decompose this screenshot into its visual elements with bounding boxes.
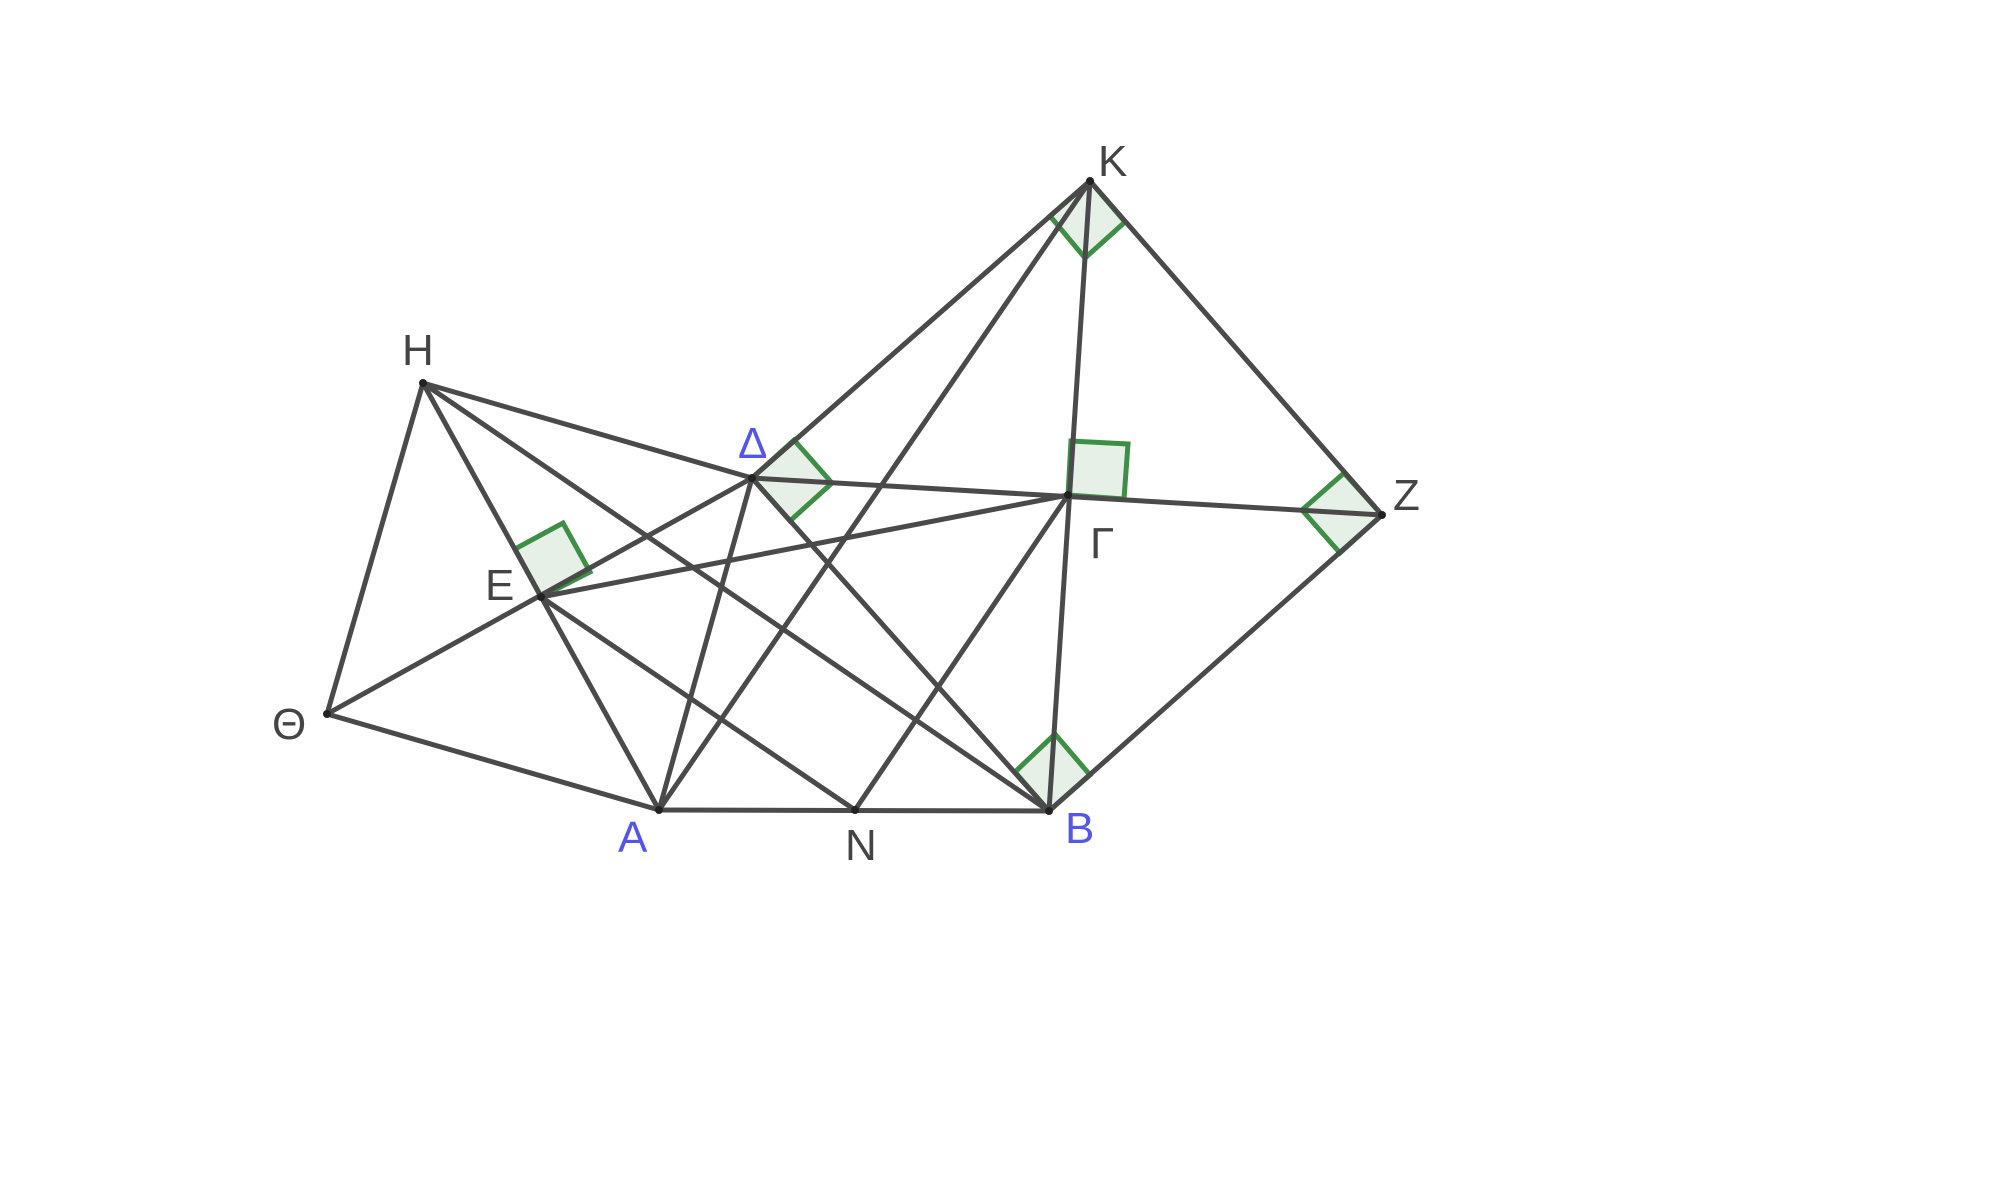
point-B — [1045, 807, 1053, 815]
label-K: K — [1098, 137, 1127, 186]
point-Delta — [748, 474, 756, 482]
label-Z: Z — [1393, 471, 1420, 520]
segment-Delta-A — [656, 475, 755, 813]
point-N — [851, 806, 859, 814]
label-Gamma: Γ — [1090, 519, 1114, 568]
segment-B-Z — [1046, 512, 1385, 814]
point-Z — [1378, 511, 1386, 519]
right-angle-markers — [511, 177, 1386, 815]
segment-Z-K — [1087, 178, 1385, 518]
point-Theta — [323, 710, 331, 718]
segment-E-N — [538, 594, 858, 813]
segment-K-Delta — [749, 178, 1093, 481]
segment-H-B — [420, 380, 1052, 814]
point-H — [419, 379, 427, 387]
point-labels: A B N Γ Δ E Z H Θ K — [272, 137, 1420, 870]
point-Gamma — [1064, 491, 1072, 499]
label-B: B — [1065, 804, 1094, 853]
segment-Gamma-N — [852, 492, 1071, 813]
right-angle-marker-E — [511, 519, 594, 601]
label-A: A — [618, 813, 648, 862]
segment-Theta-A — [324, 711, 662, 813]
segments — [324, 178, 1385, 814]
segment-Delta-B — [749, 475, 1052, 814]
label-Delta: Δ — [738, 419, 767, 468]
segment-Delta-H — [420, 380, 755, 481]
point-K — [1086, 177, 1094, 185]
label-E: E — [485, 561, 514, 610]
point-A — [655, 806, 663, 814]
point-E — [537, 593, 545, 601]
label-H: H — [402, 326, 434, 375]
segment-K-A — [656, 178, 1093, 813]
right-angle-marker-Gamma — [1065, 438, 1131, 502]
label-N: N — [845, 821, 877, 870]
label-Theta: Θ — [272, 700, 306, 749]
segment-H-Theta — [324, 380, 426, 717]
points — [323, 177, 1386, 815]
segment-Gamma-E — [538, 492, 1071, 600]
